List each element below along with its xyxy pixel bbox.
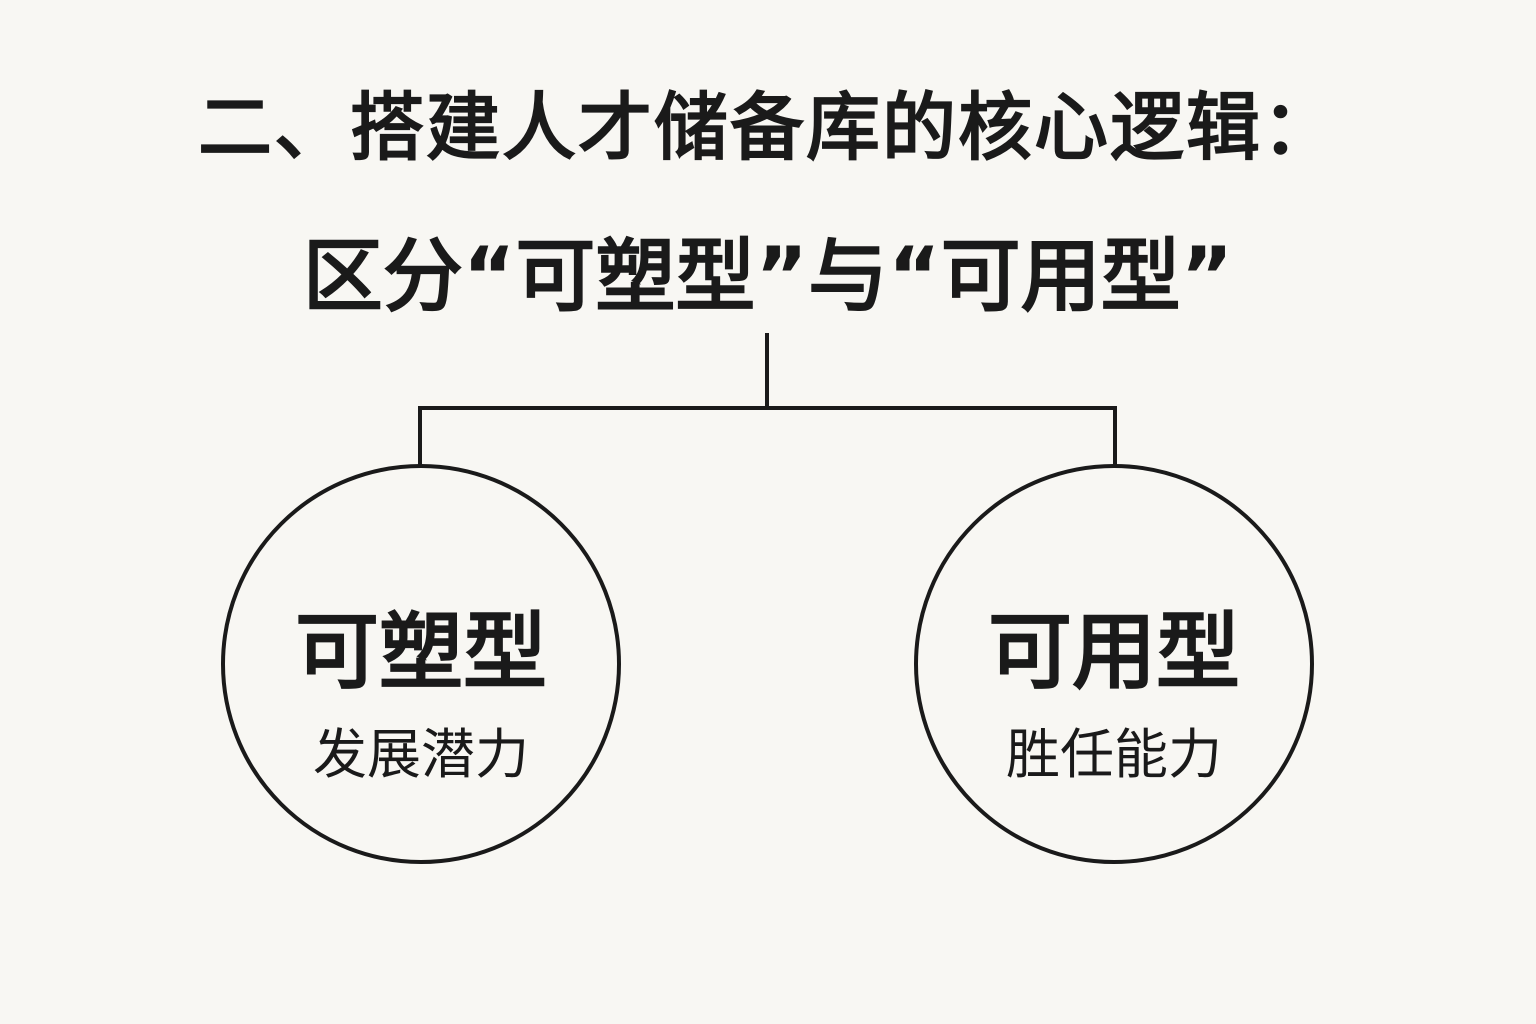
node-sublabel-competence: 胜任能力 — [1006, 723, 1222, 786]
title-line-2: 区分“可塑型”与“可用型” — [302, 230, 1234, 323]
title-line-1: 二、搭建人才储备库的核心逻辑： — [198, 85, 1338, 171]
node-label-plastic: 可塑型 — [294, 603, 547, 701]
right-node-circle — [914, 464, 1314, 864]
node-sublabel-potential: 发展潜力 — [313, 723, 529, 786]
node-label-usable: 可用型 — [987, 603, 1240, 701]
left-node-circle — [221, 464, 621, 864]
